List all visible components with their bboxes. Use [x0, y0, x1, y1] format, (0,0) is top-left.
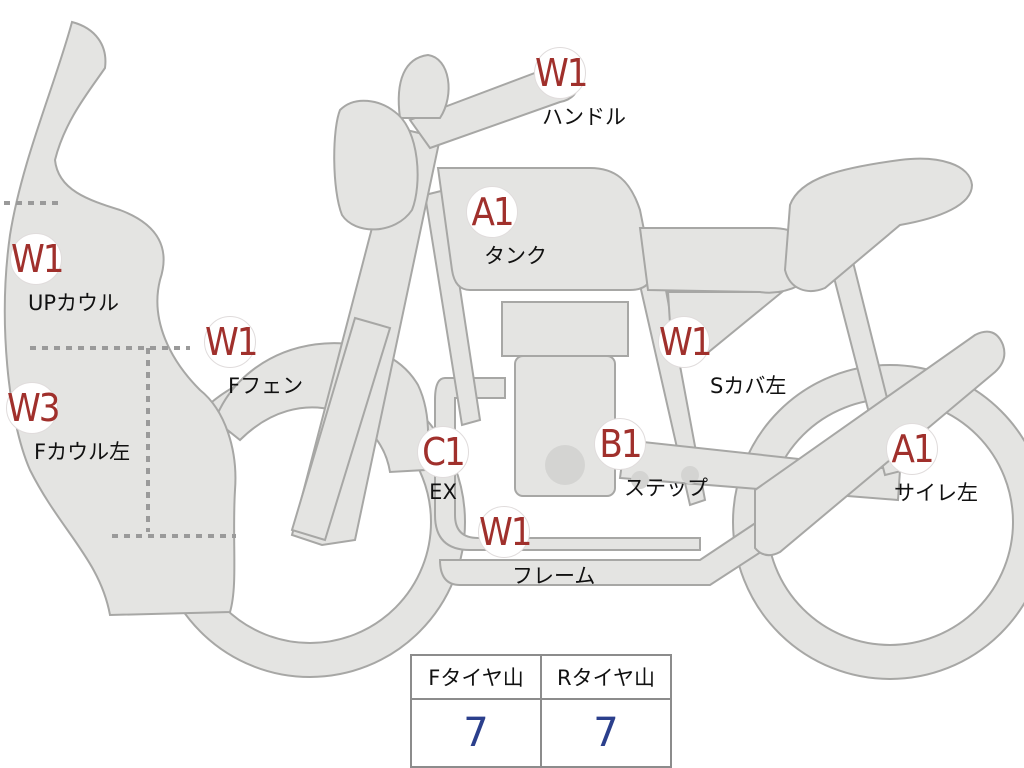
marker-silencer-left[interactable]: A1 サイレ左 [864, 423, 978, 507]
marker-s-cover-left[interactable]: W1 Sカバ左 [636, 316, 787, 400]
tail [783, 157, 974, 292]
front-tire-value: 7 [410, 698, 542, 768]
marker-tank[interactable]: A1 タンク [444, 186, 547, 270]
fork-lower [290, 316, 392, 542]
damage-code: W3 [6, 382, 61, 434]
damage-code: A1 [886, 423, 938, 475]
part-label: UPカウル [28, 291, 120, 315]
seat [638, 227, 812, 294]
part-label: タンク [484, 244, 547, 268]
marker-f-cowl-left[interactable]: W3 Fカウル左 [0, 382, 130, 466]
part-label: サイレ左 [894, 481, 978, 505]
rear-tire-header: Rタイヤ山 [540, 654, 672, 700]
part-label: Fカウル左 [34, 436, 130, 466]
damage-code: W1 [10, 233, 65, 285]
damage-code: W1 [204, 316, 259, 368]
silencer-shape [754, 330, 1006, 557]
front-tire-header: Fタイヤ山 [410, 654, 542, 700]
damage-code: B1 [594, 418, 646, 470]
damage-code: C1 [417, 426, 469, 478]
headlight [333, 99, 419, 231]
step-peg-rear [681, 466, 699, 484]
damage-code: A1 [466, 186, 518, 238]
marker-handle[interactable]: W1 ハンドル [512, 47, 626, 131]
rear-tire-value: 7 [540, 698, 672, 768]
marker-up-cowl[interactable]: W1 UPカウル [0, 233, 120, 317]
part-label: EX [429, 480, 457, 504]
damage-code: W1 [478, 506, 533, 558]
part-label: ハンドル [542, 105, 626, 129]
damage-code: W1 [658, 316, 713, 368]
marker-frame[interactable]: W1 フレーム [456, 506, 595, 590]
part-label: ステップ [624, 476, 708, 500]
marker-f-fender[interactable]: W1 Fフェン [182, 316, 304, 400]
damage-code: W1 [534, 47, 589, 99]
frame-down-tube [423, 188, 482, 427]
step-peg [631, 471, 649, 489]
mirror [397, 53, 450, 119]
engine [501, 301, 629, 497]
front-cowl-shape [3, 20, 237, 617]
part-label: Sカバ左 [710, 374, 787, 398]
marker-ex[interactable]: C1 EX [395, 426, 491, 504]
marker-step[interactable]: B1 ステップ [572, 418, 708, 502]
part-label: Fフェン [228, 374, 304, 398]
tire-tread-table: Fタイヤ山 Rタイヤ山 7 7 [410, 654, 672, 768]
part-label: フレーム [512, 560, 595, 590]
